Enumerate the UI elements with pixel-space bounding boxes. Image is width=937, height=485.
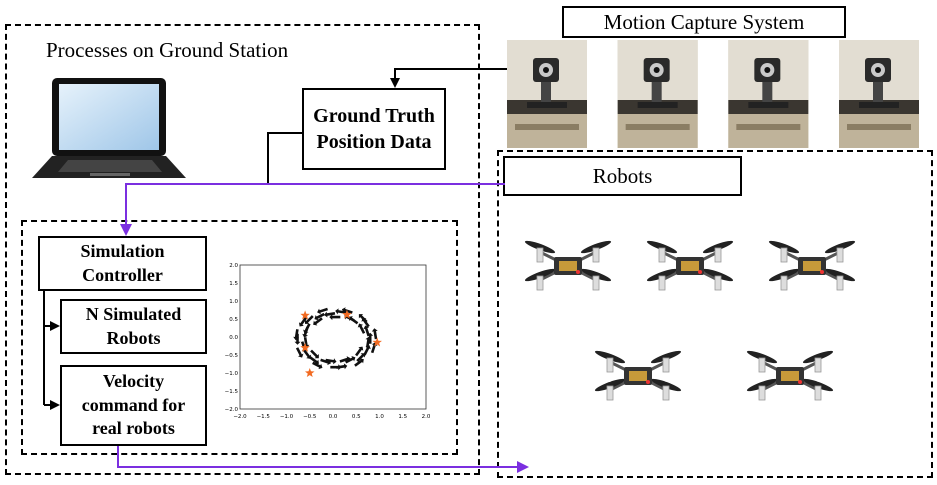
robots-container xyxy=(497,150,933,478)
camera-icon xyxy=(507,40,587,148)
x-tick-label: −1.5 xyxy=(257,414,271,420)
camera-icon xyxy=(728,40,809,148)
swarm-arrow xyxy=(330,364,342,371)
swarm-arrow xyxy=(295,347,304,358)
swarm-arrow xyxy=(355,346,364,357)
star-marker xyxy=(342,309,352,319)
laptop-icon xyxy=(28,76,188,186)
x-tick-label: 0.0 xyxy=(329,414,338,420)
simulation-plot: −2.0 −1.5 −1.0 −0.5 0.0 0.5 1.0 1.5 2.0 2.0 1.5 1.0… xyxy=(220,257,430,425)
x-tick-label: −2.0 xyxy=(233,414,247,420)
swarm-arrow xyxy=(305,315,314,324)
swarm-arrow xyxy=(363,325,370,337)
y-tick-label: −0.5 xyxy=(225,353,239,359)
swarm-arrow xyxy=(320,358,332,366)
drone-icon xyxy=(524,240,612,291)
drone-icon xyxy=(594,350,682,401)
x-tick-label: 2.0 xyxy=(422,414,430,420)
swarm-arrow xyxy=(313,317,323,326)
star-marker xyxy=(304,368,315,378)
swarm-arrow xyxy=(294,333,301,345)
x-tick-label: 1.5 xyxy=(398,414,407,420)
y-tick-label: −1.5 xyxy=(225,389,239,395)
y-tick-label: 0.5 xyxy=(229,317,238,323)
drone-icon xyxy=(646,240,734,291)
drone-icon xyxy=(746,350,834,401)
camera-row xyxy=(507,40,919,148)
motion-capture-title: Motion Capture System xyxy=(562,6,846,38)
swarm-arrow xyxy=(357,323,366,334)
y-tick-label: 1.0 xyxy=(229,299,238,305)
x-tick-label: −1.0 xyxy=(280,414,294,420)
swarm-arrow xyxy=(358,314,368,323)
swarm-arrow xyxy=(309,356,319,365)
swarm-arrow xyxy=(339,356,351,363)
swarm-arrow xyxy=(354,358,364,367)
swarm-arrow xyxy=(341,307,353,314)
swarm-arrow xyxy=(317,307,328,315)
swarm-arrow xyxy=(314,312,325,321)
swarm-arrow xyxy=(303,337,310,349)
camera-icon xyxy=(617,40,698,148)
swarm-arrow xyxy=(365,336,372,348)
x-tick-label: 0.5 xyxy=(352,414,361,420)
swarm-arrow xyxy=(325,358,337,365)
ground-truth-box: Ground Truth Position Data xyxy=(302,88,446,170)
swarm-arrow xyxy=(336,363,348,370)
swarm-arrow xyxy=(293,329,300,341)
n-simulated-robots-box: N Simulated Robots xyxy=(60,299,207,354)
ground-station-title: Processes on Ground Station xyxy=(46,38,289,62)
swarm-arrow xyxy=(298,316,308,327)
swarm-arrow xyxy=(310,349,319,359)
y-tick-label: 2.0 xyxy=(229,263,238,269)
swarm-arrow xyxy=(356,353,365,362)
y-tick-label: 0.0 xyxy=(229,335,238,341)
swarm-arrow xyxy=(345,356,356,364)
y-tick-label: 1.5 xyxy=(229,281,238,287)
star-marker xyxy=(372,337,382,347)
y-tick-label: −2.0 xyxy=(225,407,239,413)
x-tick-label: 1.0 xyxy=(375,414,384,420)
y-tick-label: −1.0 xyxy=(225,371,239,377)
velocity-command-box: Velocity command for real robots xyxy=(60,365,207,446)
swarm-arrow xyxy=(335,308,347,315)
star-marker xyxy=(300,310,310,320)
simulation-controller-box: Simulation Controller xyxy=(38,236,207,291)
swarm-arrow xyxy=(363,345,371,356)
swarm-arrow xyxy=(312,361,323,370)
swarm-arrow xyxy=(302,349,312,359)
x-tick-label: −0.5 xyxy=(303,414,317,420)
robots-title: Robots xyxy=(503,156,742,196)
swarm-arrow xyxy=(371,328,378,340)
ground-station-container xyxy=(5,24,480,475)
drone-icon xyxy=(768,240,856,291)
swarm-arrow xyxy=(329,314,341,321)
camera-icon xyxy=(839,40,919,148)
star-marker xyxy=(300,342,310,352)
drone-group xyxy=(520,228,920,408)
swarm-arrow xyxy=(302,326,309,338)
swarm-arrow xyxy=(324,311,336,318)
